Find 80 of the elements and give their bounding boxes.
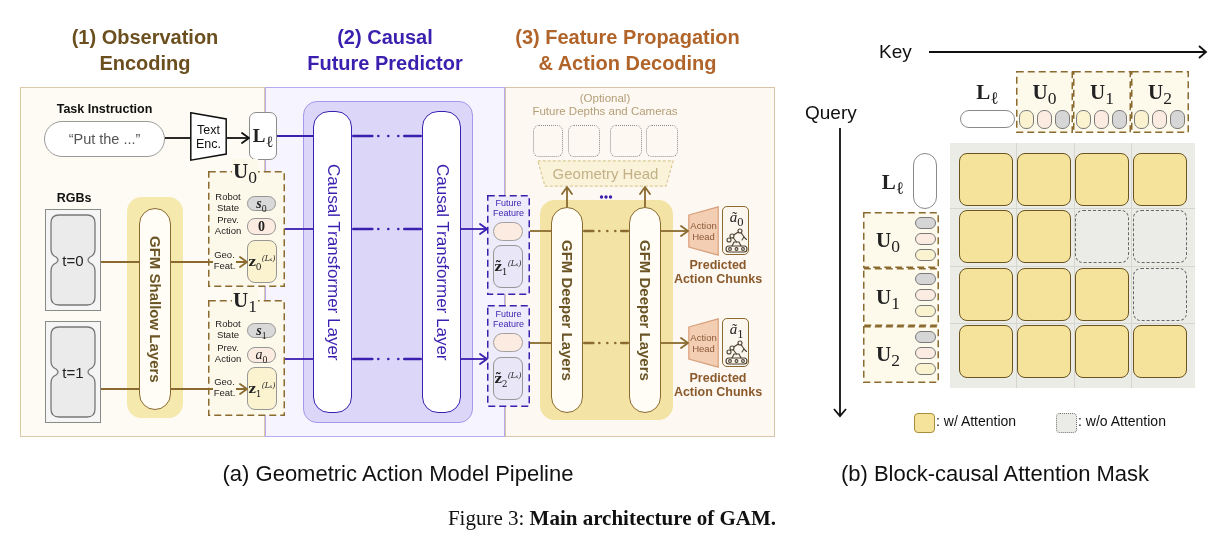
group-title: Future Feature [492, 198, 525, 218]
token-group-box [1073, 71, 1131, 133]
subfigure-caption: (b) Block-causal Attention Mask [839, 461, 1151, 486]
token-group-box [863, 268, 939, 326]
head-trapezoid: Action Head [688, 206, 719, 256]
connector [170, 383, 248, 395]
connector [639, 186, 651, 208]
node-label: Predicted Action Chunks [672, 258, 764, 286]
axis-label: Query [805, 102, 858, 123]
section-heading: (3) Feature Propagation & Action Decoding [514, 25, 741, 72]
token-box: L$_{ℓ}$ [249, 112, 277, 160]
connector [170, 256, 248, 268]
heading: RGBs [55, 190, 93, 204]
token-group-box [487, 195, 530, 295]
token-label: L$_{ℓ}$ [880, 168, 906, 196]
image-frame: t=0 [45, 209, 101, 311]
token-group-box [863, 326, 939, 383]
connector [100, 261, 140, 263]
connector [276, 135, 314, 137]
connector [352, 227, 422, 231]
layer-pill: GFM Deeper Layers [629, 207, 661, 413]
node-label: Predicted Action Chunks [672, 371, 764, 399]
connector [226, 132, 250, 144]
connector [529, 342, 552, 344]
token-label: U$_{0}$ [1031, 78, 1058, 107]
token-group-box [1131, 71, 1189, 133]
token-label: U$_{2}$ [875, 341, 901, 369]
prompt-pill: “Put the ...” [44, 121, 165, 157]
token-group-box [863, 212, 939, 268]
token-label: Prev. Action [213, 215, 243, 237]
connector [583, 341, 629, 345]
connector [460, 353, 488, 365]
edge-label: Geo. Feat. [212, 250, 237, 272]
group-title: Future Feature [492, 309, 525, 329]
edge-label: Geo. Feat. [212, 377, 237, 399]
connector [164, 137, 191, 139]
heading: Task Instruction [55, 101, 154, 115]
output-card [722, 206, 749, 255]
head-trapezoid: Geometry Head [537, 160, 674, 187]
legend-label: : w/ Attention [936, 413, 1018, 429]
note: Future Depths and Cameras [531, 105, 679, 117]
math-label: ã$_{0}$ [728, 208, 745, 226]
token-label: U$_{2}$ [1147, 78, 1173, 107]
token-label: U$_{0}$ [875, 226, 901, 254]
math-label: ã$_{1}$ [728, 320, 745, 338]
connector [100, 388, 140, 390]
connector [284, 358, 314, 360]
token-label: L$_{ℓ}$ [975, 78, 1000, 106]
subfigure-caption: (a) Geometric Action Model Pipeline [221, 461, 575, 486]
connector [352, 357, 422, 361]
connector [460, 223, 488, 235]
connector [583, 229, 629, 233]
section-heading: (1) Observation Encoding [70, 25, 220, 72]
section-heading: (2) Causal Future Predictor [306, 25, 464, 72]
figure-caption: Figure 3: Main architecture of GAM. [446, 506, 778, 530]
token-group-box [1016, 71, 1073, 133]
connector [352, 134, 422, 138]
output-card [722, 318, 749, 367]
layer-pill: Causal Transformer Layer [422, 111, 461, 413]
connector [561, 186, 573, 208]
legend-label: : w/o Attention [1078, 413, 1167, 429]
axis-label: Key [879, 41, 913, 62]
token-group-box [487, 305, 530, 407]
image-frame: t=1 [45, 321, 101, 423]
layer-pill: GFM Shallow Layers [139, 208, 171, 410]
action-token: 0 [247, 218, 276, 235]
layer-pill: GFM Deeper Layers [551, 207, 583, 413]
token-label: U$_{1}$ [1089, 78, 1115, 107]
head-trapezoid: Action Head [688, 318, 719, 368]
note: (Optional) [578, 92, 632, 104]
token-label: Prev. Action [213, 343, 243, 365]
connector [660, 225, 689, 237]
token-label: Robot State [214, 319, 242, 341]
token-label: Robot State [214, 192, 242, 214]
token-label: U$_{1}$ [875, 283, 901, 311]
connector [660, 337, 689, 349]
layer-pill: Causal Transformer Layer [313, 111, 352, 413]
connector [529, 230, 552, 232]
action-token: a$_{0}$ [247, 347, 276, 363]
connector [284, 228, 314, 230]
